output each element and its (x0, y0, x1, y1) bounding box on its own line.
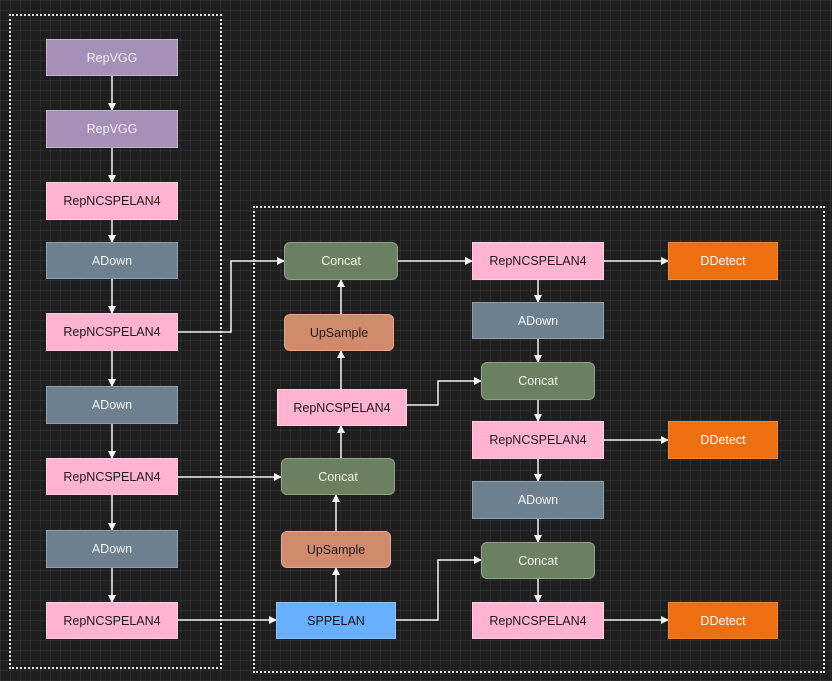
node-ddetect-3[interactable]: DDetect (668, 602, 778, 639)
node-backbone-repncspelan4-1[interactable]: RepNCSPELAN4 (46, 182, 178, 220)
node-concat-4[interactable]: Concat (481, 542, 595, 579)
node-head-repncspelan4-2[interactable]: RepNCSPELAN4 (472, 421, 604, 459)
node-upsample-1[interactable]: UpSample (281, 531, 391, 568)
node-sppelan[interactable]: SPPELAN (276, 602, 396, 639)
node-backbone-repncspelan4-4[interactable]: RepNCSPELAN4 (46, 602, 178, 639)
node-concat-2[interactable]: Concat (284, 242, 398, 280)
node-repvgg-1[interactable]: RepVGG (46, 39, 178, 76)
connector-arrow (407, 377, 482, 406)
node-head-repncspelan4-1[interactable]: RepNCSPELAN4 (472, 242, 604, 280)
node-repvgg-2[interactable]: RepVGG (46, 110, 178, 148)
node-neck-repncspelan4[interactable]: RepNCSPELAN4 (277, 389, 407, 426)
node-head-adown-2[interactable]: ADown (472, 481, 604, 519)
node-backbone-adown-2[interactable]: ADown (46, 386, 178, 424)
node-backbone-adown-1[interactable]: ADown (46, 242, 178, 279)
node-upsample-2[interactable]: UpSample (284, 314, 394, 351)
backbone-group-frame (9, 14, 222, 669)
connector-arrow (178, 257, 285, 333)
node-backbone-repncspelan4-3[interactable]: RepNCSPELAN4 (46, 458, 178, 495)
node-concat-1[interactable]: Concat (281, 458, 395, 495)
node-ddetect-1[interactable]: DDetect (668, 242, 778, 280)
connector-arrow (396, 556, 482, 621)
node-concat-3[interactable]: Concat (481, 362, 595, 400)
node-backbone-adown-3[interactable]: ADown (46, 530, 178, 568)
node-head-adown-1[interactable]: ADown (472, 302, 604, 339)
node-ddetect-2[interactable]: DDetect (668, 421, 778, 459)
head-group-frame (253, 206, 825, 673)
node-backbone-repncspelan4-2[interactable]: RepNCSPELAN4 (46, 313, 178, 351)
node-head-repncspelan4-3[interactable]: RepNCSPELAN4 (472, 602, 604, 639)
